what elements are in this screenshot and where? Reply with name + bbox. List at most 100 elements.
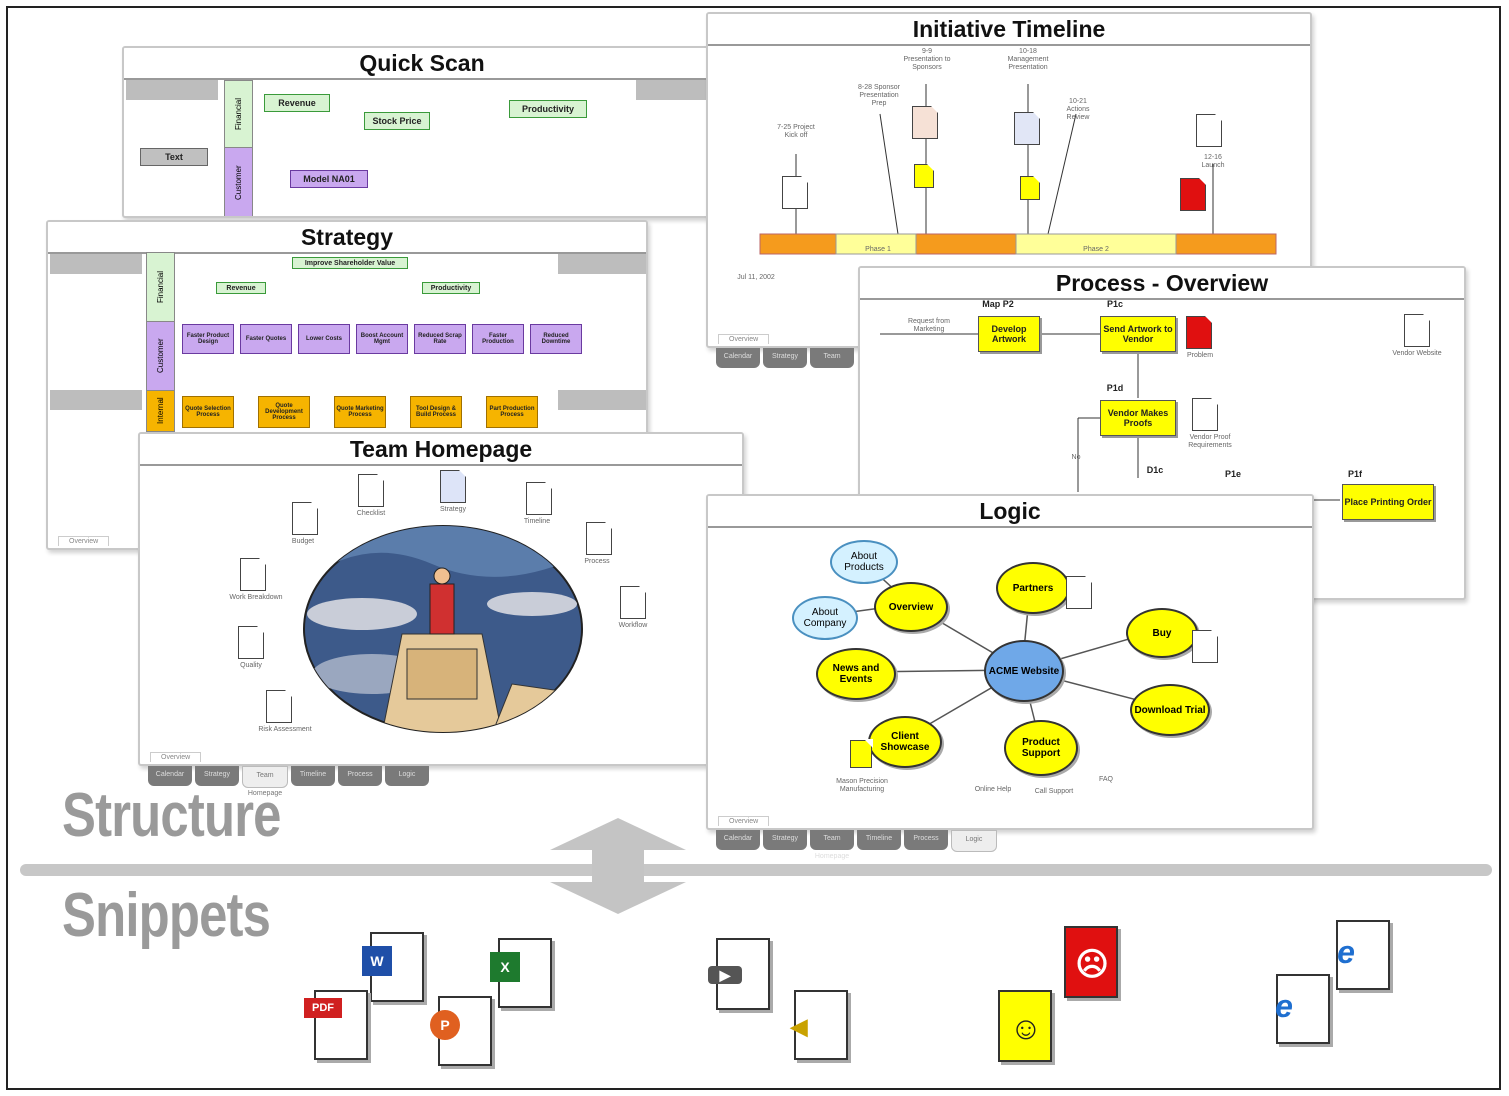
team-tab-2[interactable]: Team Homepage (242, 766, 288, 797)
strategy-internal-box[interactable]: Quote Selection Process (182, 396, 234, 428)
timeline-label-0: 7-25 Project Kick off (777, 124, 815, 139)
team-homepage-illustration (303, 525, 583, 733)
team-tab-3[interactable]: Timeline (291, 766, 335, 786)
strategy-internal-box[interactable]: Part Production Process (486, 396, 538, 428)
logic-title: Logic (708, 496, 1312, 528)
strategy-customer-box[interactable]: Faster Product Design (182, 324, 234, 354)
strategy-revenue[interactable]: Revenue (216, 282, 266, 294)
strategy-customer-box[interactable]: Reduced Downtime (530, 324, 582, 354)
team-work-breakdown-icon[interactable] (240, 557, 267, 591)
team-tab-0[interactable]: Calendar (148, 766, 192, 786)
process-connectors (880, 333, 1340, 501)
strategy-customer-box[interactable]: Lower Costs (298, 324, 350, 354)
team-workflow-icon[interactable] (620, 585, 647, 619)
timeline-status-report-icon[interactable] (1014, 111, 1041, 145)
team-budget-icon[interactable] (292, 501, 319, 535)
strategy-internal-box[interactable]: Tool Design & Build Process (410, 396, 462, 428)
logic-showcase-smiley-icon[interactable] (850, 739, 873, 768)
logic-tab-2[interactable]: Team Homepage (810, 830, 854, 860)
team-risk-icon[interactable] (266, 689, 293, 723)
process-problem-icon[interactable] (1186, 315, 1213, 349)
team-tab-5[interactable]: Logic (385, 766, 429, 786)
timeline-label-3: 10-18 Management Presentation (1007, 48, 1049, 71)
timeline-actions-icon[interactable] (782, 175, 809, 209)
team-overview-tab[interactable]: Overview (150, 752, 202, 762)
logic-tab-5[interactable]: Logic (951, 830, 997, 852)
strategy-productivity[interactable]: Productivity (422, 282, 480, 294)
quick-scan-model[interactable]: Model NA01 (290, 170, 368, 188)
process-vendor-proofs[interactable]: Vendor Makes Proofs (1100, 400, 1176, 436)
ie-link-icon[interactable]: e (1275, 974, 1330, 1044)
strategy-improve[interactable]: Improve Shareholder Value (292, 257, 408, 269)
team-quality-icon[interactable] (238, 625, 265, 659)
powerpoint-doc-icon[interactable]: P (430, 996, 492, 1066)
strategy-customer-box[interactable]: Reduced Scrap Rate (414, 324, 466, 354)
process-develop[interactable]: Develop Artwork (978, 316, 1040, 352)
logic-node-overview[interactable]: Overview (874, 582, 948, 632)
process-place-order[interactable]: Place Printing Order (1342, 484, 1434, 520)
logic-node-partners[interactable]: Partners (996, 562, 1070, 614)
quick-scan-revenue[interactable]: Revenue (264, 94, 330, 112)
timeline-tab-team[interactable]: Team (810, 348, 854, 368)
team-process-icon[interactable] (586, 521, 613, 555)
logic-node-showcase[interactable]: Client Showcase (868, 716, 942, 768)
timeline-overview-tab[interactable]: Overview (718, 334, 770, 344)
quick-scan-stock-price[interactable]: Stock Price (364, 112, 430, 130)
video-file-icon[interactable]: ▶ (708, 938, 770, 1010)
team-tab-4[interactable]: Process (338, 766, 382, 786)
quick-scan-title: Quick Scan (124, 48, 720, 80)
logic-buy-ie-icon[interactable] (1192, 629, 1219, 663)
logic-tabs: Calendar Strategy Team Homepage Timeline… (716, 830, 997, 860)
logic-overview-tab[interactable]: Overview (718, 816, 770, 826)
process-title: Process - Overview (860, 268, 1464, 300)
logic-node-download[interactable]: Download Trial (1130, 684, 1210, 736)
team-checklist-icon[interactable] (358, 473, 385, 507)
logic-node-about-company[interactable]: About Company (792, 596, 858, 640)
timeline-notes2-icon[interactable] (1020, 175, 1041, 200)
timeline-tab-strategy[interactable]: Strategy (763, 348, 807, 368)
strategy-header-left-2 (50, 390, 142, 410)
timeline-tab-calendar[interactable]: Calendar (716, 348, 760, 368)
strategy-customer-box[interactable]: Faster Production (472, 324, 524, 354)
timeline-launch-icon[interactable] (1196, 113, 1223, 147)
smiley-doc-icon[interactable]: ☺ (998, 990, 1052, 1062)
process-vendor-proof-icon[interactable] (1192, 397, 1219, 431)
timeline-presentation-icon[interactable] (912, 105, 939, 139)
quick-scan-text[interactable]: Text (140, 148, 208, 166)
logic-tab-0[interactable]: Calendar (716, 830, 760, 850)
logic-node-news[interactable]: News and Events (816, 648, 896, 700)
sad-face-doc-icon[interactable]: ☹ (1064, 926, 1118, 998)
strategy-overview-tab[interactable]: Overview (58, 536, 110, 546)
process-vendor-website-icon[interactable] (1404, 313, 1431, 347)
ie-link-icon[interactable]: e (1336, 920, 1390, 990)
strategy-internal-box[interactable]: Quote Marketing Process (334, 396, 386, 428)
logic-tab-3[interactable]: Timeline (857, 830, 901, 850)
timeline-problems-icon[interactable] (1180, 177, 1207, 211)
strategy-customer-box[interactable]: Faster Quotes (240, 324, 292, 354)
team-strategy-icon[interactable] (440, 469, 467, 503)
pdf-doc-icon[interactable]: PDF (304, 990, 368, 1060)
strategy-customer-box[interactable]: Boost Account Mgmt (356, 324, 408, 354)
team-timeline-icon[interactable] (526, 481, 553, 515)
logic-partners-doc-icon[interactable] (1066, 575, 1093, 609)
powerpoint-badge: P (430, 1010, 460, 1040)
team-quality-label: Quality (240, 662, 262, 669)
audio-file-icon[interactable]: ◀ (791, 990, 848, 1060)
team-homepage-title: Team Homepage (140, 434, 742, 466)
logic-node-buy[interactable]: Buy (1126, 608, 1198, 658)
quick-scan-productivity[interactable]: Productivity (509, 100, 587, 118)
team-tab-1[interactable]: Strategy (195, 766, 239, 786)
logic-node-about-products[interactable]: About Products (830, 540, 898, 584)
quick-scan-window: Quick Scan Financial Customer Revenue St… (122, 46, 722, 218)
strategy-internal-box[interactable]: Quote Development Process (258, 396, 310, 428)
logic-node-support[interactable]: Product Support (1004, 720, 1078, 776)
word-doc-icon[interactable]: W (362, 932, 424, 1002)
timeline-notes-icon[interactable] (914, 163, 935, 188)
process-no: No (1071, 454, 1081, 461)
logic-tab-1[interactable]: Strategy (763, 830, 807, 850)
excel-doc-icon[interactable]: X (490, 938, 552, 1008)
quick-scan-header-left (126, 80, 218, 100)
logic-tab-4[interactable]: Process (904, 830, 948, 850)
logic-center[interactable]: ACME Website (984, 640, 1064, 702)
process-send[interactable]: Send Artwork to Vendor (1100, 316, 1176, 352)
